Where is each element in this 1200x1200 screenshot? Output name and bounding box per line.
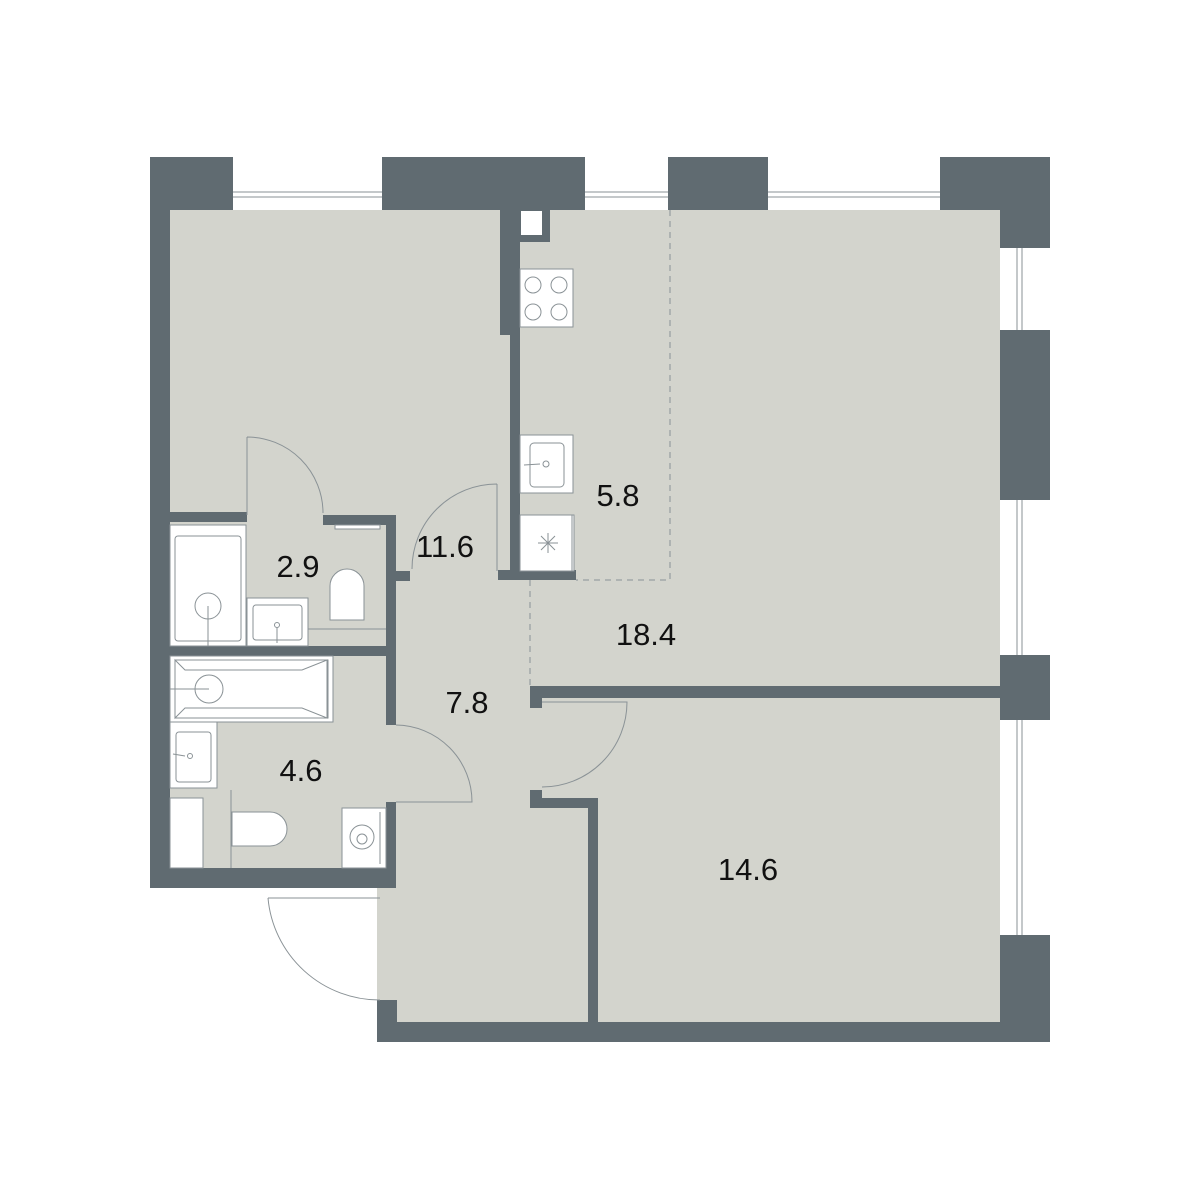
room-area-living: 18.4 [615,617,677,652]
towel-rail-icon [334,524,381,530]
washbasin-icon [246,597,309,647]
fridge-icon [519,514,575,572]
washbasin-icon [169,721,218,789]
door[interactable] [246,436,628,1001]
room-area-bedroom-2: 14.6 [717,852,779,887]
zone-divider [529,210,671,686]
toilet-icon [308,568,386,630]
room-area-kitchen: 5.8 [596,478,640,513]
floor [170,210,1000,870]
washing-machine-icon [341,807,387,869]
floor-hall-lower [386,860,1000,1022]
stove-icon [519,268,574,328]
vent-shaft [521,211,542,235]
interior-walls [150,210,1050,1042]
kitchen-sink-icon [519,434,574,494]
window [233,157,940,210]
entrance-opening [377,888,397,1000]
room-area-bedroom-1: 11.6 [415,529,475,564]
room-area-hall: 7.8 [445,685,489,720]
toilet-icon [230,790,288,868]
shower-icon [169,524,247,647]
room-area-bathroom: 4.6 [279,753,323,788]
bathtub-icon [169,655,334,723]
window [1000,248,1050,935]
entrance-outside [150,888,377,1048]
room-area-wc: 2.9 [276,549,320,584]
storage-cabinet [169,797,204,869]
